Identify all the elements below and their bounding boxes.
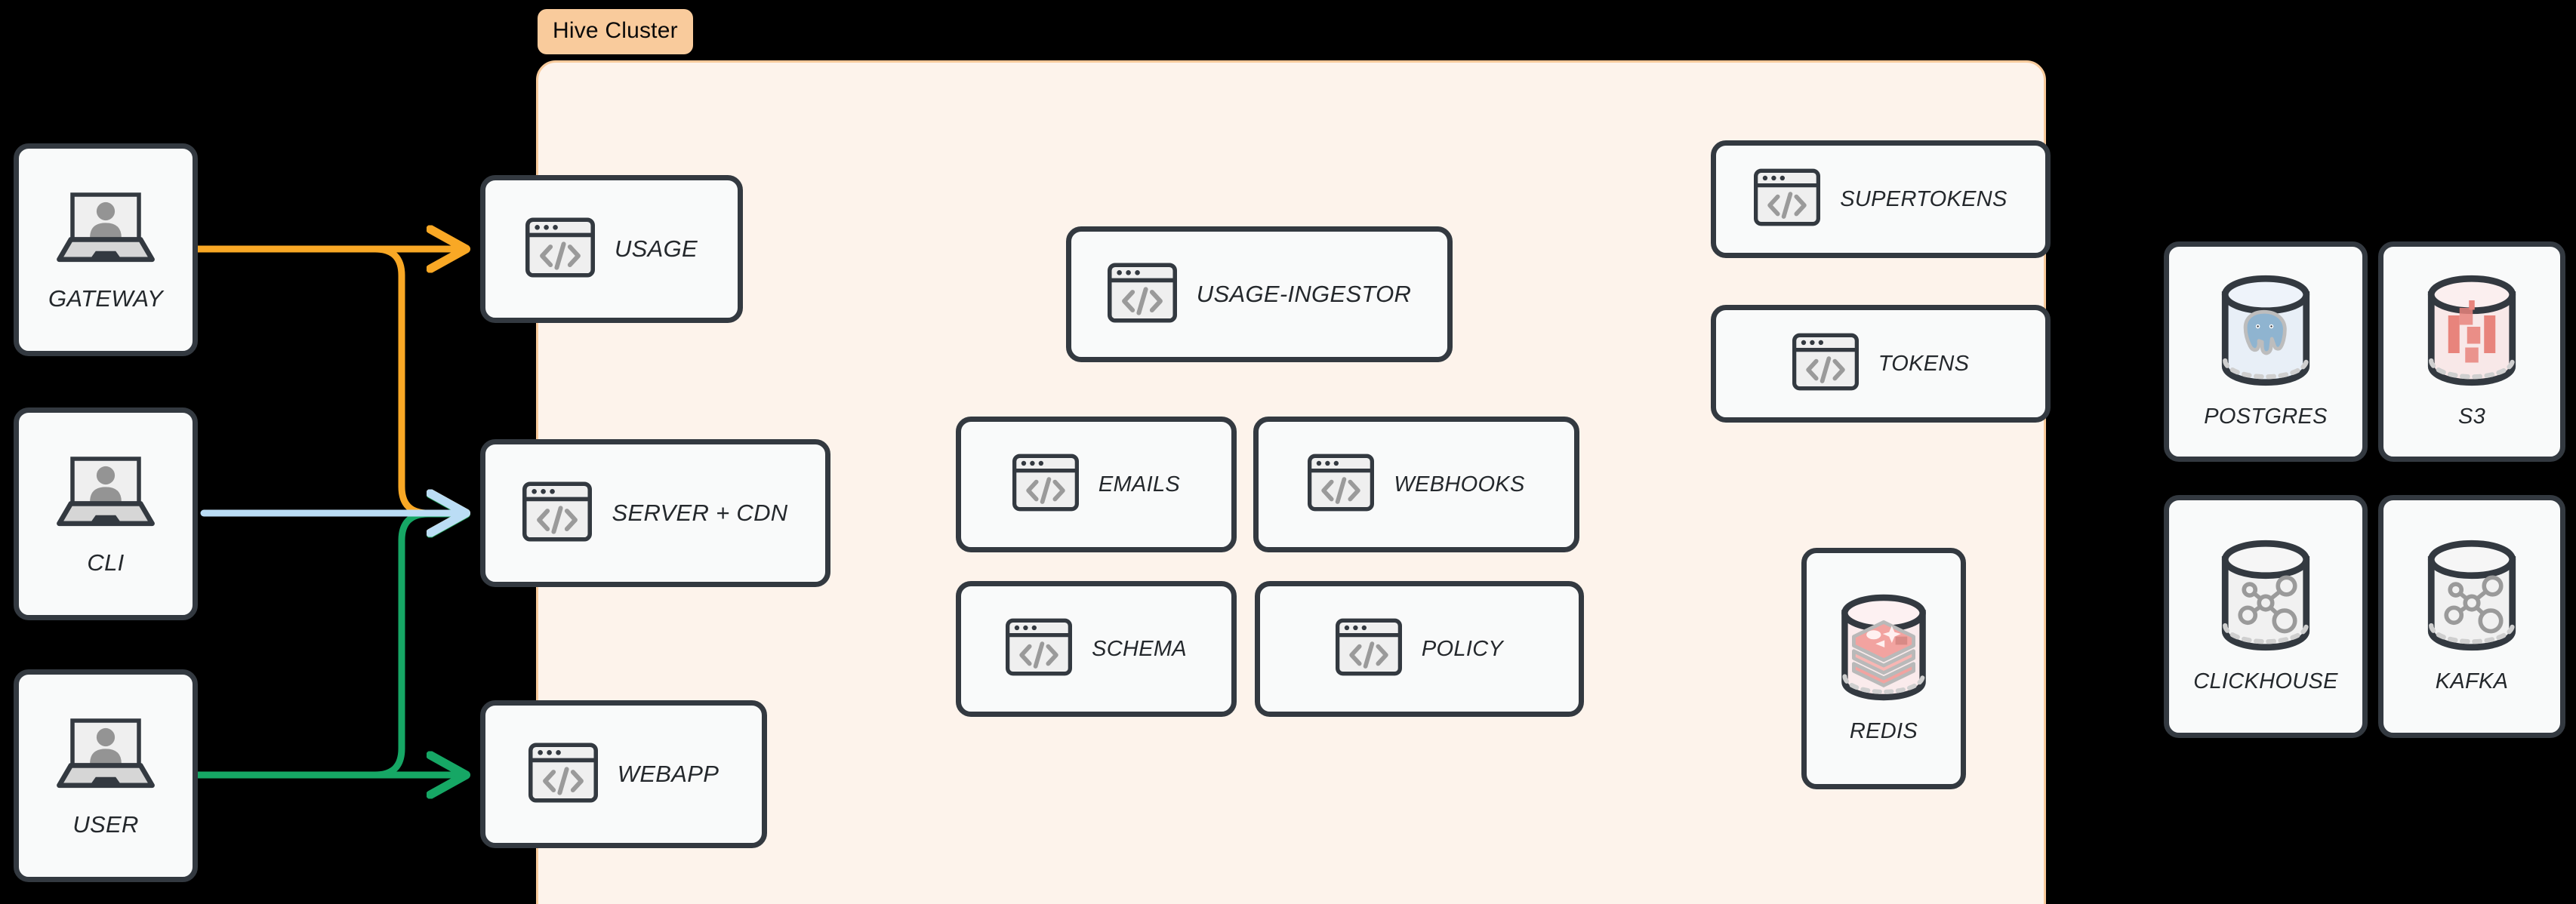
actor-label-cli: CLI [87, 549, 125, 576]
laptop-user-icon [56, 714, 156, 798]
clickhouse-database-icon [2214, 539, 2318, 656]
service-label-webapp: WEBAPP [617, 761, 719, 787]
code-window-icon [528, 743, 598, 807]
actor-label-user: USER [72, 810, 139, 838]
laptop-user-icon [56, 452, 156, 536]
actor-node-gateway[interactable]: GATEWAY [14, 143, 198, 356]
service-label-schema: SCHEMA [1092, 636, 1187, 661]
edge-user-to-server-cdn [194, 514, 462, 779]
actor-node-user[interactable]: USER [14, 669, 198, 882]
code-window-icon [522, 481, 592, 546]
code-window-icon [1754, 168, 1820, 230]
datastore-label-kafka: KAFKA [2435, 669, 2509, 693]
code-window-icon [1792, 333, 1859, 395]
service-label-supertokens: SUPERTOKENS [1840, 186, 2007, 211]
service-node-policy[interactable]: POLICY [1255, 581, 1584, 717]
service-node-tokens[interactable]: TOKENS [1711, 305, 2051, 423]
service-label-server-cdn: SERVER + CDN [612, 500, 788, 526]
redis-database-icon [1834, 593, 1934, 706]
datastore-label-postgres: POSTGRES [2204, 404, 2328, 429]
datastore-node-clickhouse[interactable]: CLICKHOUSE [2164, 495, 2368, 738]
datastore-node-kafka[interactable]: KAFKA [2378, 495, 2565, 738]
service-node-usage[interactable]: USAGE [480, 175, 743, 323]
datastore-node-postgres[interactable]: POSTGRES [2164, 241, 2368, 462]
datastore-label-redis: REDIS [1849, 719, 1918, 743]
postgres-database-icon [2214, 274, 2318, 391]
service-node-supertokens[interactable]: SUPERTOKENS [1711, 140, 2051, 258]
code-window-icon [1006, 618, 1072, 680]
service-label-webhooks: WEBHOOKS [1394, 472, 1525, 497]
laptop-user-icon [56, 188, 156, 272]
service-node-webapp[interactable]: WEBAPP [480, 700, 767, 848]
datastore-label-s3: S3 [2457, 404, 2486, 429]
code-window-icon [1012, 454, 1079, 515]
actor-label-gateway: GATEWAY [48, 284, 163, 312]
code-window-icon [525, 217, 595, 281]
service-node-emails[interactable]: EMAILS [956, 417, 1237, 552]
service-label-usage: USAGE [614, 235, 698, 262]
code-window-icon [1108, 263, 1177, 327]
service-label-policy: POLICY [1421, 636, 1504, 661]
service-node-schema[interactable]: SCHEMA [956, 581, 1237, 717]
service-label-usage-ingestor: USAGE-INGESTOR [1196, 281, 1412, 307]
datastore-node-redis[interactable]: REDIS [1801, 548, 1966, 789]
code-window-icon [1336, 618, 1402, 680]
service-label-emails: EMAILS [1098, 472, 1181, 497]
datastore-label-clickhouse: CLICKHOUSE [2193, 669, 2338, 693]
service-label-tokens: TOKENS [1878, 351, 1970, 376]
hive-cluster-label: Hive Cluster [538, 9, 693, 54]
actor-node-cli[interactable]: CLI [14, 407, 198, 620]
edge-gateway-to-server-cdn [194, 245, 462, 513]
service-node-webhooks[interactable]: WEBHOOKS [1253, 417, 1579, 552]
code-window-icon [1308, 454, 1374, 515]
s3-database-icon [2420, 274, 2524, 391]
service-node-usage-ingestor[interactable]: USAGE-INGESTOR [1066, 226, 1453, 362]
datastore-node-s3[interactable]: S3 [2378, 241, 2565, 462]
kafka-database-icon [2420, 539, 2524, 656]
service-node-server-cdn[interactable]: SERVER + CDN [480, 439, 830, 587]
